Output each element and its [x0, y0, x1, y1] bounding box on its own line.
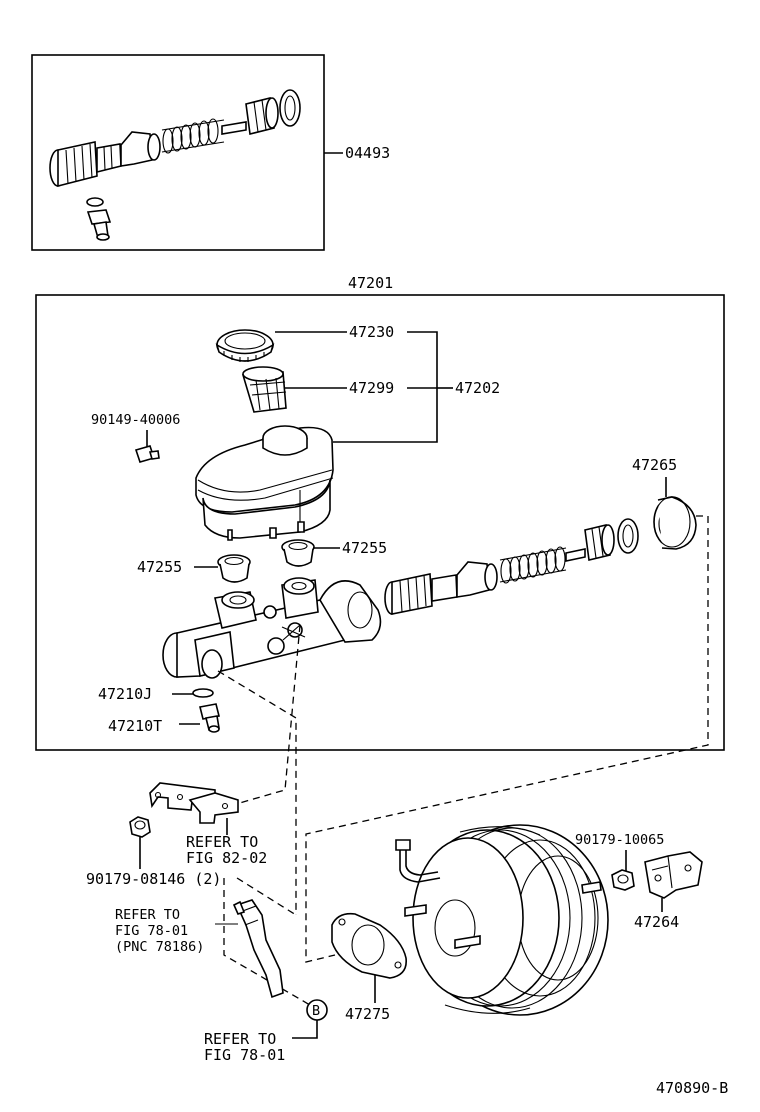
master-cylinder-body	[162, 577, 382, 679]
label-bracket-right: 47264	[634, 913, 679, 931]
ref2-line3: (PNC 78186)	[115, 939, 204, 955]
label-strainer: 47299	[349, 379, 394, 397]
nut-right-part	[611, 869, 635, 891]
label-kit: 04493	[345, 144, 390, 162]
brake-booster	[395, 824, 609, 1016]
ref2-line2: FIG 78-01	[115, 923, 188, 939]
grommet-right-part	[281, 539, 315, 567]
label-grommet-left: 47255	[137, 558, 182, 576]
label-reservoir-set: 47202	[455, 379, 500, 397]
reservoir-tank	[195, 425, 334, 541]
o-ring-part	[192, 688, 214, 698]
ref1-line1: REFER TO	[186, 833, 258, 851]
label-assembly: 47201	[348, 274, 393, 292]
label-gasket: 47275	[345, 1005, 390, 1023]
grommet-left-part	[217, 554, 251, 583]
bracket-right-part	[644, 851, 703, 899]
cylinder-ring	[617, 518, 639, 554]
label-nut: 90179-08146 (2)	[86, 870, 221, 888]
figure-id: 470890-B	[656, 1079, 728, 1097]
label-seal-ring: 47265	[632, 456, 677, 474]
label-o-ring: 47210J	[98, 685, 152, 703]
screw-part	[134, 445, 160, 463]
label-nut-right: 90179-10065	[575, 832, 664, 848]
kit-piston-assembly	[49, 89, 301, 241]
assembly-box	[35, 294, 725, 751]
circle-b-label: B	[312, 1003, 320, 1019]
reservoir-cap	[215, 329, 275, 362]
gasket-part	[331, 912, 407, 979]
label-cap: 47230	[349, 323, 394, 341]
label-screw: 90149-40006	[91, 412, 180, 428]
plug-part	[199, 703, 220, 733]
ref1-line2: FIG 82-02	[186, 849, 267, 867]
cylinder-pistons	[384, 524, 615, 615]
label-grommet-right: 47255	[342, 539, 387, 557]
clip-bracket	[232, 899, 284, 999]
ref3-line2: FIG 78-01	[204, 1046, 285, 1064]
bracket-left	[149, 782, 239, 824]
seal-ring-part	[653, 496, 697, 550]
label-plug: 47210T	[108, 717, 162, 735]
nut-left-part	[129, 816, 151, 838]
ref3-line1: REFER TO	[204, 1030, 276, 1048]
ref2-line1: REFER TO	[115, 907, 180, 923]
reservoir-strainer	[241, 366, 287, 413]
